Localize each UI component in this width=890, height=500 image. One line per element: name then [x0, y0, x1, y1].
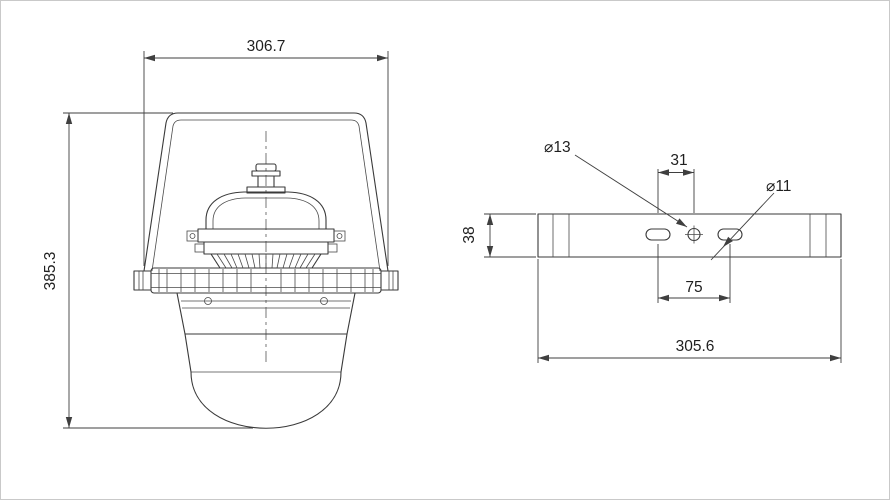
side-bolt-left [194, 243, 205, 253]
ring-ear-left [133, 270, 152, 291]
offset-extension-lines [657, 169, 695, 213]
plate-bend-lines [552, 214, 827, 257]
width-extension-lines [143, 51, 389, 266]
top-connector [246, 163, 286, 194]
dim-label-plate-height: 38 [461, 226, 478, 243]
ring-segment-lines [158, 269, 374, 292]
flange-tab-right [333, 230, 346, 242]
slot-spacing-arrow-right [719, 294, 730, 302]
plate-height-extension-lines [484, 213, 536, 258]
slot-left [645, 228, 671, 241]
bracket-inner-profile [151, 119, 381, 272]
leader-slot-dia-11: ⌀11 [710, 178, 791, 261]
side-bolt-right [327, 243, 338, 253]
leader-line-13 [574, 154, 688, 228]
dim-label-offset: 31 [670, 152, 687, 169]
width-arrow-right [377, 54, 388, 62]
flange-bolt-left [189, 233, 196, 239]
slot-spacing-extension-lines [657, 244, 731, 303]
dim-plate-height-38: 38 [461, 213, 536, 258]
width-arrow-left [144, 54, 155, 62]
plate-height-arrow-bottom [486, 246, 494, 257]
dim-overall-length-305-6: 305.6 [537, 259, 842, 363]
glass-dome [184, 333, 348, 429]
height-arrow-top [65, 113, 73, 124]
flange-tab-left [186, 230, 199, 242]
slot-spacing-arrow-left [658, 294, 669, 302]
ring-ear-right [380, 270, 399, 291]
ring-horizontal-lines [151, 273, 381, 288]
cap-outer-profile [205, 191, 327, 230]
cap-contour-line [212, 197, 320, 229]
offset-arrow-right [683, 169, 694, 176]
overall-arrow-left [538, 354, 549, 362]
dome-sides [184, 333, 348, 373]
offset-arrow-left [658, 169, 669, 176]
plate-height-arrow-top [486, 214, 494, 225]
dim-height-385-3: 385.3 [42, 112, 253, 429]
front-view: 306.7 385.3 [42, 38, 399, 429]
ring-ear-left-bolts [138, 271, 144, 290]
leader-arrow-13 [676, 218, 687, 227]
connector-base [246, 186, 286, 194]
dim-label-slot-spacing: 75 [685, 279, 702, 296]
bracket-plate-view: ⌀13 31 ⌀11 38 [461, 139, 842, 363]
bracket-outer-profile [143, 112, 389, 272]
dim-width-306-7: 306.7 [143, 38, 389, 266]
heatsink-fins [210, 253, 322, 269]
dim-label-height: 385.3 [42, 252, 59, 291]
dim-offset-31: 31 [657, 152, 695, 213]
housing-screw-left [204, 297, 212, 305]
center-hole-crossmark [685, 225, 703, 244]
ring-ear-right-bolts [388, 271, 394, 290]
leader-line-11 [710, 192, 775, 261]
driver-cap [205, 191, 327, 230]
overall-arrow-right [830, 354, 841, 362]
housing-lines [181, 300, 351, 309]
dim-label-width: 306.7 [247, 38, 286, 55]
bracket-plate [537, 213, 842, 258]
dim-slot-spacing-75: 75 [657, 244, 731, 303]
fin-lines [216, 253, 316, 269]
plate-outline [537, 213, 842, 258]
height-extension-lines [63, 112, 253, 429]
dim-label-overall-length: 305.6 [676, 338, 715, 355]
dome-bowl [190, 371, 342, 429]
overall-extension-lines [537, 259, 842, 363]
mounting-bracket [143, 112, 389, 272]
dim-label-hole-dia: ⌀13 [544, 139, 571, 156]
leader-hole-dia-13: ⌀13 [544, 139, 688, 228]
leader-arrow-11 [723, 236, 733, 247]
housing-screw-right [320, 297, 328, 305]
height-arrow-bottom [65, 417, 73, 428]
flange-bolt-right [336, 233, 343, 239]
dim-label-slot-dia: ⌀11 [766, 178, 791, 195]
